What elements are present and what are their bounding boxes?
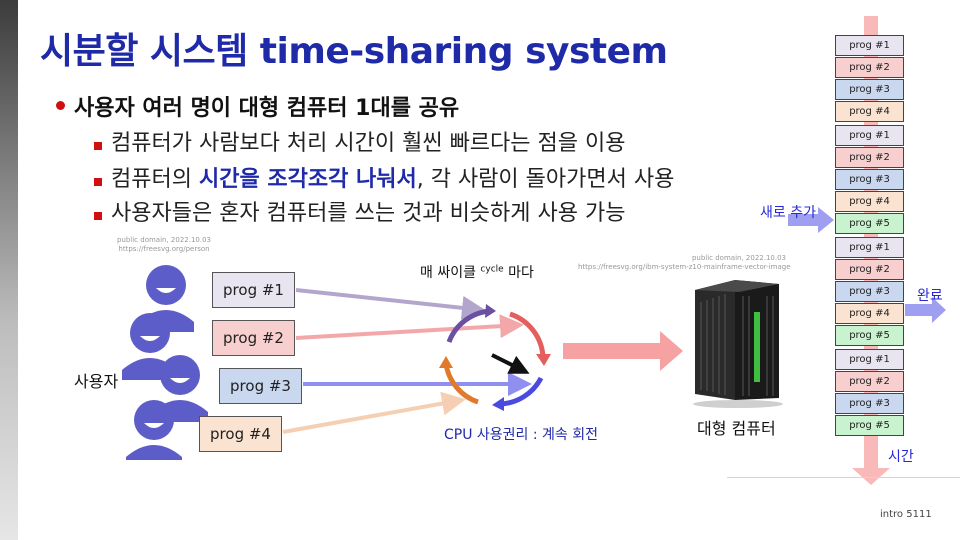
completed-label: 완료 [917, 288, 943, 304]
person-credit: public domain, 2022.10.03 https://freesv… [114, 236, 214, 254]
new-added-arrow [788, 207, 834, 233]
queue-slot: prog #3 [835, 281, 904, 302]
queue-slot: prog #1 [835, 349, 904, 370]
queue-slot: prog #4 [835, 101, 904, 122]
mainframe-label: 대형 컴퓨터 [697, 419, 776, 438]
sub-bullet-marker [94, 142, 102, 150]
users-illustration [122, 265, 208, 460]
queue-slot: prog #3 [835, 79, 904, 100]
queue-slot: prog #2 [835, 57, 904, 78]
prog1-arrow [295, 288, 486, 320]
mainframe-credit-line2: https://freesvg.org/ibm-system-z10-mainf… [578, 263, 791, 271]
sub-bullet-2: 컴퓨터의 시간을 조각조각 나눠서, 각 사람이 돌아가면서 사용 [111, 161, 674, 193]
queue-slot: prog #4 [835, 303, 904, 324]
prog-box-4: prog #4 [199, 416, 282, 452]
mainframe-credit: public domain, 2022.10.03 https://freesv… [578, 254, 791, 272]
mainframe-credit-line1: public domain, 2022.10.03 [691, 254, 786, 262]
sub-bullet-2-pre: 컴퓨터의 [111, 167, 199, 192]
sub-bullet-3: 사용자들은 혼자 컴퓨터를 쓰는 것과 비슷하게 사용 가능 [111, 201, 626, 226]
cycle-label-sup: cycle [480, 264, 504, 275]
bullet-main: 사용자 여러 명이 대형 컴퓨터 1대를 공유 [74, 96, 460, 121]
prog-box-1: prog #1 [212, 272, 295, 308]
queue-slot: prog #1 [835, 237, 904, 258]
cycle-label-post: 마다 [503, 265, 534, 281]
queue-slot: prog #5 [835, 325, 904, 346]
cpu-rotation-icon [439, 304, 551, 411]
cpu-pointer [491, 353, 530, 374]
queue-slot: prog #2 [835, 147, 904, 168]
sub-bullet-2-highlight: 시간을 조각조각 나눠서 [198, 167, 417, 192]
queue-slot: prog #3 [835, 169, 904, 190]
queue-slot: prog #2 [835, 371, 904, 392]
sub-bullet-1: 컴퓨터가 사람보다 처리 시간이 훨씬 빠르다는 점을 이용 [111, 131, 626, 156]
users-label: 사용자 [74, 372, 119, 391]
slide-title: 시분할 시스템 time-sharing system [40, 31, 668, 72]
queue-slot: prog #2 [835, 259, 904, 280]
mainframe-illustration [693, 280, 783, 408]
queue-slot: prog #5 [835, 213, 904, 234]
queue-slot: prog #5 [835, 415, 904, 436]
left-decor-strip [0, 0, 18, 540]
queue-slot: prog #1 [835, 125, 904, 146]
person-credit-line1: public domain, 2022.10.03 [116, 236, 212, 244]
prog-box-2: prog #2 [212, 320, 295, 356]
bullet-dot [56, 101, 65, 110]
prog4-arrow [282, 391, 466, 434]
person-icon [126, 400, 182, 460]
queue-slot: prog #1 [835, 35, 904, 56]
completed-arrow [905, 297, 946, 323]
prog2-arrow [295, 314, 524, 340]
cycle-label: 매 싸이클 cycle 마다 [420, 262, 534, 282]
cycle-label-pre: 매 싸이클 [420, 265, 481, 281]
new-added-label: 새로 추가 [760, 205, 816, 221]
person-credit-line2: https://freesvg.org/person [118, 245, 210, 253]
sub-bullet-marker [94, 178, 102, 186]
time-label: 시간 [888, 449, 914, 465]
footer-divider [727, 477, 960, 478]
cpu-label: CPU 사용권리 : 계속 회전 [444, 427, 599, 443]
queue-slot: prog #4 [835, 191, 904, 212]
to-mainframe-arrow [563, 331, 683, 371]
slide-number: intro 5111 [880, 509, 932, 520]
sub-bullet-marker [94, 212, 102, 220]
queue-slot: prog #3 [835, 393, 904, 414]
prog-box-3: prog #3 [219, 368, 302, 404]
sub-bullet-2-post: , 각 사람이 돌아가면서 사용 [416, 167, 675, 192]
